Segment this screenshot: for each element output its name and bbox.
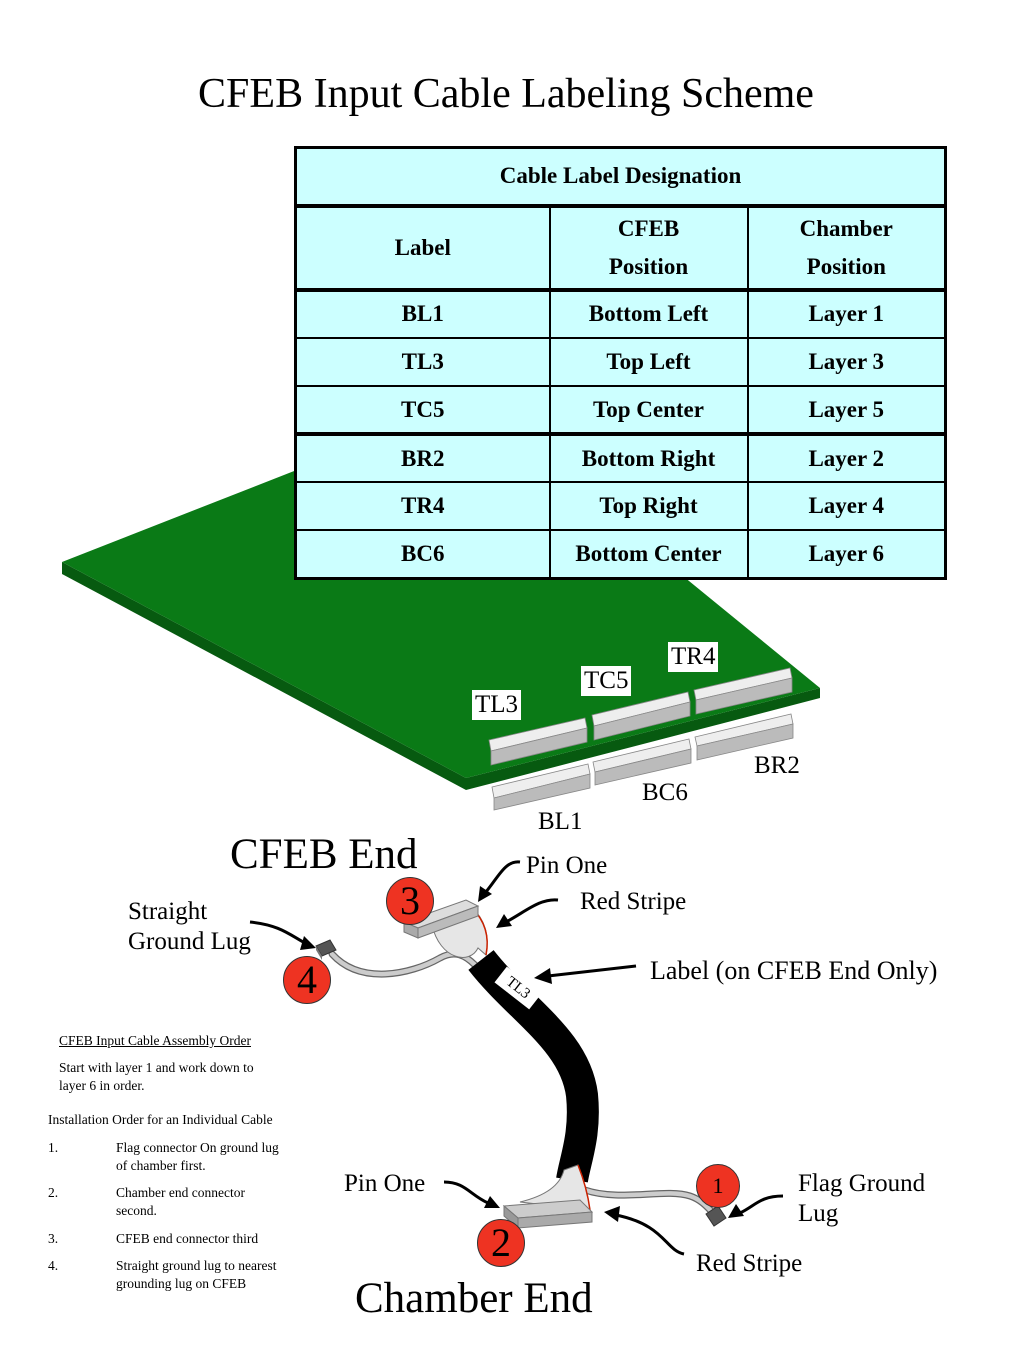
step-badge-2: 2 [477,1219,525,1267]
chamber-end-connector [502,1199,594,1230]
install-heading: Installation Order for an Individual Cab… [48,1112,273,1127]
install-step-3: 3. CFEB end connector third [48,1231,259,1246]
assembly-order-note: CFEB Input Cable Assembly Order Start wi… [59,1032,319,1095]
cell-cfeb: Bottom Left [548,288,749,339]
cell-label: TL3 [294,336,551,388]
page-title: CFEB Input Cable Labeling Scheme [198,71,814,117]
cell-label: TR4 [294,481,551,532]
step-badge-3: 3 [386,877,434,925]
arrow-heads [300,886,744,1222]
cfeb-end-title: CFEB End [230,831,418,878]
label-tl3: TL3 [472,690,522,720]
cell-chamber: Layer 1 [746,288,947,339]
annotation-arrows [249,860,784,1256]
connector-bc6 [592,738,692,786]
pin-one-bottom-label: Pin One [344,1170,426,1197]
label-br2: BR2 [754,752,800,779]
table-row: BC6 Bottom Center Layer 6 [294,529,947,580]
cell-cfeb: Top Right [548,481,749,532]
flag-ground-lug [705,1205,727,1227]
cell-chamber: Layer 5 [746,385,947,437]
connector-br2 [694,713,794,761]
cell-chamber: Layer 3 [746,336,947,388]
label-note: Label (on CFEB End Only) [650,956,938,985]
assembly-heading: CFEB Input Cable Assembly Order [59,1033,251,1048]
cell-cfeb: Bottom Right [548,433,749,484]
table-row: TL3 Top Left Layer 3 [294,336,947,388]
label-bl1: BL1 [538,808,583,835]
table-row: TC5 Top Center Layer 5 [294,385,947,437]
label-tc5: TC5 [581,666,632,696]
cell-label: TC5 [294,385,551,437]
connector-tr4 [693,667,793,715]
cell-chamber: Layer 4 [746,481,947,532]
header-label: Label [294,204,551,292]
cell-cfeb: Top Center [548,385,749,437]
cell-cfeb: Top Left [548,336,749,388]
red-stripe-top-label: Red Stripe [580,888,687,915]
table-row: TR4 Top Right Layer 4 [294,481,947,532]
step-badge-4: 4 [283,956,331,1004]
connector-tc5 [591,691,691,741]
table-row: BR2 Bottom Right Layer 2 [294,433,947,484]
chamber-end-title: Chamber End [355,1275,593,1322]
step-badge-1: 1 [696,1164,740,1208]
cell-label: BR2 [294,433,551,484]
label-tr4: TR4 [668,642,719,672]
red-stripe-bottom-label: Red Stripe [696,1250,803,1277]
cell-chamber: Layer 2 [746,433,947,484]
cell-chamber: Layer 6 [746,529,947,580]
connector-bl1 [491,763,591,811]
table-row: BL1 Bottom Left Layer 1 [294,288,947,339]
table-caption: Cable Label Designation [294,146,947,208]
cell-label: BC6 [294,529,551,580]
label-bc6: BC6 [642,779,688,806]
cell-label: BL1 [294,288,551,339]
cell-cfeb: Bottom Center [548,529,749,580]
pin-one-top-label: Pin One [526,852,608,879]
connector-tl3 [488,717,588,766]
